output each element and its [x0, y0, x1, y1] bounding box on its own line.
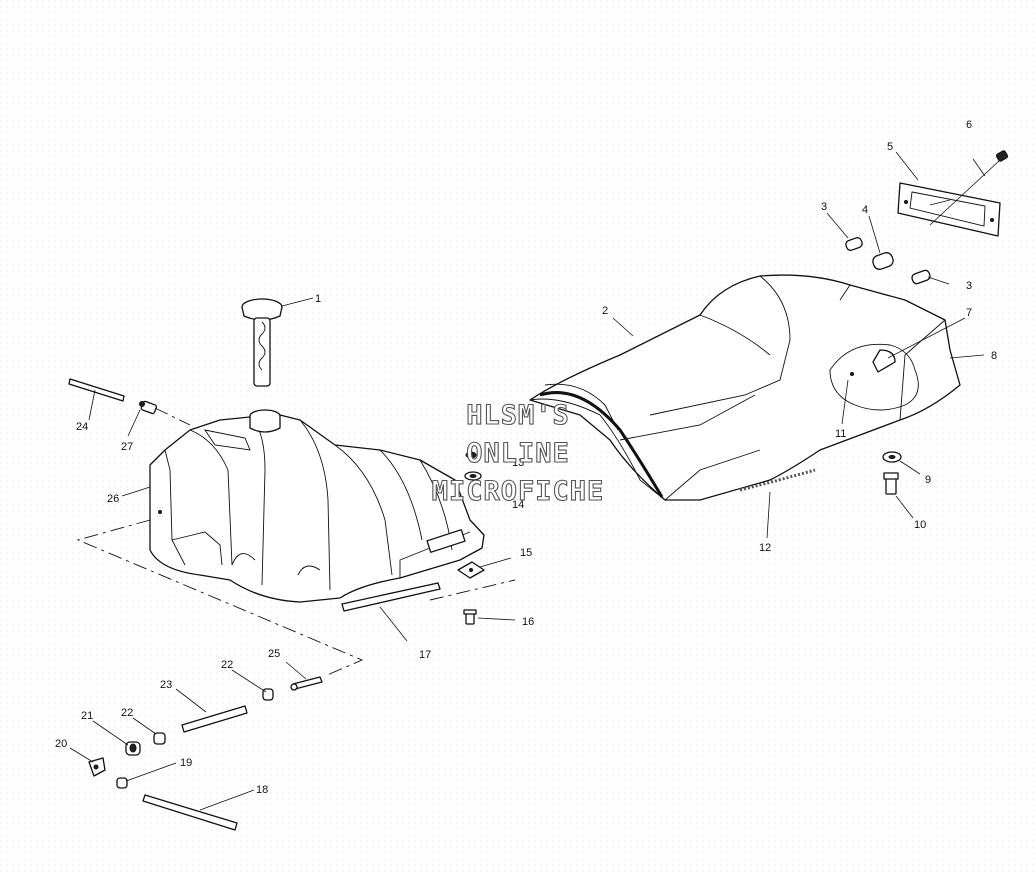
bulb-4: [872, 252, 894, 270]
callout-8: 8: [991, 350, 997, 362]
callout-10: 10: [914, 519, 926, 531]
strip-17: [341, 582, 441, 612]
fuel-cap-sender: [241, 298, 283, 387]
bolt-10: [883, 472, 899, 495]
callout-22b: 22: [121, 707, 133, 719]
rod-24: [68, 378, 125, 402]
callout-3b: 3: [966, 280, 972, 292]
callout-17: 17: [419, 649, 431, 661]
rod-23: [181, 705, 248, 733]
screw-6: [929, 150, 1009, 226]
fuel-tank: [149, 409, 485, 603]
callout-11: 11: [835, 428, 846, 440]
callout-6: 6: [966, 119, 972, 131]
callout-9: 9: [925, 474, 931, 486]
callout-19: 19: [180, 757, 192, 769]
rod-18: [142, 794, 238, 831]
callout-3a: 3: [821, 201, 827, 213]
bushing-19: [116, 777, 128, 789]
callout-26: 26: [107, 493, 119, 505]
watermark-line3: MICROFICHE: [432, 476, 605, 507]
seat: [529, 274, 961, 501]
watermark: HLSM'S ONLINE MICROFICHE: [431, 399, 605, 507]
callout-25: 25: [268, 648, 280, 660]
callout-2: 2: [602, 305, 608, 317]
callout-22a: 22: [221, 659, 233, 671]
pad-15: [457, 561, 485, 579]
assembly-lines: [76, 407, 516, 677]
taillight-housing: [897, 182, 1001, 237]
watermark-line2: ONLINE: [466, 438, 570, 469]
leader-lines: [69, 151, 986, 811]
clip-20: [88, 757, 106, 777]
callout-4: 4: [862, 204, 868, 216]
watermark-line1: HLSM'S: [466, 400, 570, 431]
fitting-27: [139, 400, 158, 415]
callout-21: 21: [81, 710, 93, 722]
callout-24: 24: [76, 421, 88, 433]
callout-1: 1: [315, 293, 321, 305]
washer-13-14: [464, 451, 482, 481]
callout-23: 23: [160, 679, 172, 691]
callout-27: 27: [121, 441, 133, 453]
callout-18: 18: [256, 784, 268, 796]
callout-labels: 1 2 3 3 4 5 6 7 8 9 10 11 12 13 14 15 16…: [55, 119, 997, 796]
grommet-21: [125, 741, 141, 756]
callout-7: 7: [966, 307, 972, 319]
bolt-16: [463, 609, 477, 625]
bulb-3a: [845, 237, 863, 251]
callout-5: 5: [887, 141, 893, 153]
callout-13: 13: [512, 457, 524, 469]
bulb-3b: [911, 269, 931, 285]
callout-12: 12: [759, 542, 771, 554]
bushing-22b: [153, 732, 166, 745]
washer-9: [882, 451, 902, 463]
callout-14: 14: [512, 499, 524, 511]
pin-25: [290, 676, 323, 691]
callout-15: 15: [520, 547, 532, 559]
callout-16: 16: [522, 616, 534, 628]
callout-20: 20: [55, 738, 67, 750]
